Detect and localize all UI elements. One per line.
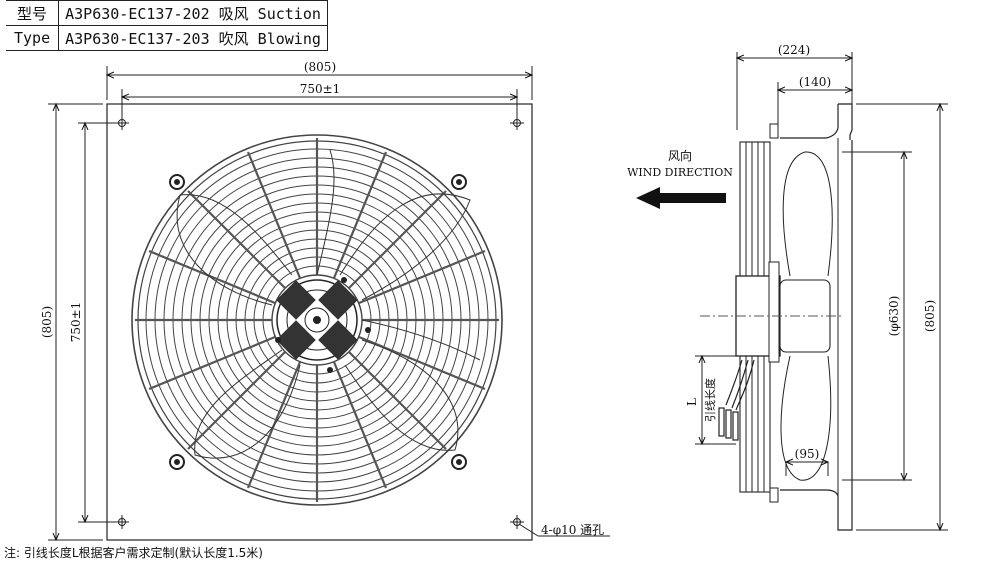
dim-depth-overall: (224) [778, 43, 810, 57]
footnote: 注: 引线长度L根据客户需求定制(默认长度1.5米) [4, 546, 263, 560]
side-panel-flange [780, 103, 853, 531]
dim-hub-width: (95) [795, 447, 820, 461]
guard-mount-boss [169, 174, 467, 470]
mount-holes-label: 4-φ10 通孔 [541, 523, 604, 537]
dim-depth-flange: (140) [799, 75, 831, 89]
dim-overall-width: (805) [304, 60, 336, 74]
side-blade-upper [782, 151, 833, 277]
lead-length-cn: 引线长度 [703, 378, 717, 422]
wind-direction-en: WIND DIRECTION [627, 166, 733, 179]
wind-direction-cn: 风向 [668, 148, 692, 163]
mount-hole-icon [510, 116, 524, 130]
spec-table: 型号 A3P630-EC137-202 吸风 Suction Type A3P6… [6, 0, 328, 51]
spec-row-suction: 型号 A3P630-EC137-202 吸风 Suction [6, 0, 328, 26]
lead-length-label: L [685, 398, 699, 406]
mount-hole-icon [115, 515, 129, 529]
spec-label-type: Type [6, 25, 60, 51]
fan-guard-grille [131, 134, 503, 506]
front-view [48, 66, 610, 540]
dim-overall-height: (805) [40, 306, 54, 338]
mounting-panel [106, 103, 533, 541]
spec-value-suction: A3P630-EC137-202 吸风 Suction [58, 0, 328, 26]
dim-hole-pitch-height: 750±1 [69, 302, 83, 343]
hole-leader-line [518, 523, 539, 537]
cable-leads [718, 359, 755, 441]
motor-hub [275, 277, 371, 373]
mount-hole-icon [115, 116, 129, 130]
fan-blades [176, 149, 481, 459]
dim-hole-pitch-width: 750±1 [300, 82, 341, 96]
side-view [695, 52, 948, 530]
spec-value-blowing: A3P630-EC137-203 吹风 Blowing [58, 25, 328, 51]
spec-row-blowing: Type A3P630-EC137-203 吹风 Blowing [6, 25, 328, 51]
dim-fan-diameter: (φ630) [887, 296, 901, 337]
mount-hole-icon [510, 515, 524, 529]
side-blade-lower [780, 355, 832, 481]
wind-direction-arrow-icon [636, 187, 726, 209]
dim-panel-height: (805) [923, 300, 937, 332]
spec-label-model: 型号 [6, 0, 60, 26]
